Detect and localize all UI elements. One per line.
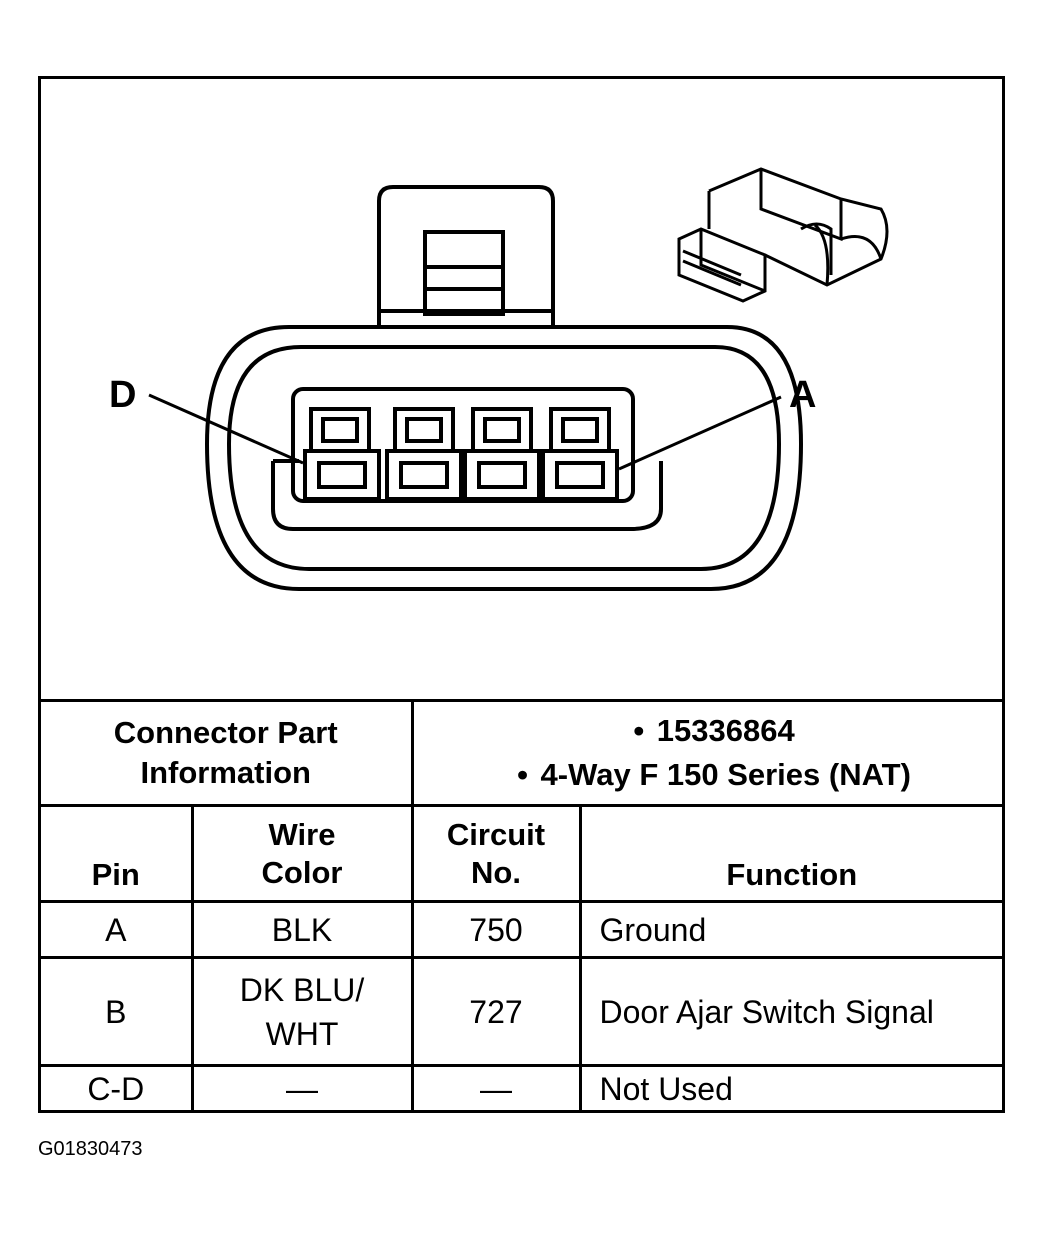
figure-id: G01830473	[38, 1138, 143, 1160]
cavity-a	[541, 449, 619, 501]
cavity-c	[385, 449, 463, 501]
wire-color-cell: BLK	[190, 900, 414, 959]
connector-info-list: 15336864 4-Way F 150 Series (NAT)	[410, 699, 1003, 807]
wire-color-cell: —	[190, 1064, 414, 1112]
leader-line-d	[148, 393, 304, 465]
part-number: 15336864	[414, 709, 1003, 753]
latch-window	[423, 230, 505, 316]
connector-latch	[377, 185, 555, 329]
cavity-b	[463, 449, 541, 501]
connector-inner-channel	[271, 461, 663, 531]
wire-color-cell: DK BLU/ WHT	[190, 956, 414, 1067]
connector-table: Connector Part Information 15336864 4-Wa…	[41, 699, 1002, 1112]
circuit-cell: —	[410, 1064, 582, 1112]
connector-series: 4-Way F 150 Series (NAT)	[414, 753, 1003, 797]
header-pin: Pin	[41, 804, 194, 903]
function-cell: Not Used	[578, 1064, 1002, 1112]
cavity-b-top	[471, 407, 533, 453]
label-pin-d: D	[109, 374, 136, 416]
circuit-cell: 727	[410, 956, 582, 1067]
connector-info-row: Connector Part Information 15336864 4-Wa…	[41, 699, 1003, 807]
connector-info-label: Connector Part Information	[41, 699, 414, 807]
cavity-d-top	[309, 407, 371, 453]
header-function: Function	[578, 804, 1002, 903]
function-cell: Ground	[578, 900, 1002, 959]
circuit-cell: 750	[410, 900, 582, 959]
connector-body-inner-ring	[226, 345, 782, 571]
cavity-d	[303, 449, 381, 501]
pin-cell: B	[41, 956, 194, 1067]
function-cell: Door Ajar Switch Signal	[578, 956, 1002, 1067]
table-row: C-D — — Not Used	[41, 1064, 1002, 1112]
label-pin-a: A	[789, 374, 816, 416]
leader-line-a	[618, 395, 782, 471]
pin-cell: C-D	[41, 1064, 194, 1112]
table-header-row: Pin Wire Color Circuit No. Function	[41, 804, 1002, 903]
connector-body-outer	[204, 325, 804, 591]
connector-thumbnail	[677, 167, 889, 303]
header-circuit-no: Circuit No.	[410, 804, 582, 903]
connector-drawing: D A	[109, 167, 889, 591]
cavity-a-top	[549, 407, 611, 453]
table-row: A BLK 750 Ground	[41, 900, 1002, 959]
table-row: B DK BLU/ WHT 727 Door Ajar Switch Signa…	[41, 956, 1002, 1067]
diagram-frame: D A Connector Part Information 15336864 …	[38, 76, 1005, 1113]
cavity-c-top	[393, 407, 455, 453]
pin-cell: A	[41, 900, 194, 959]
header-wire-color: Wire Color	[190, 804, 414, 903]
